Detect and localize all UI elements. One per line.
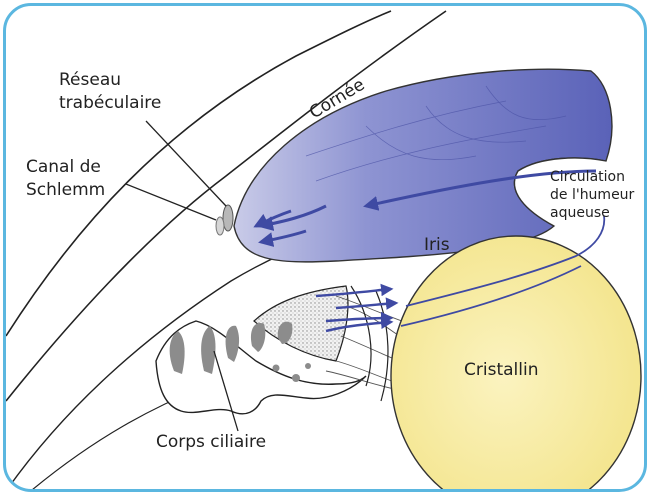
trabecular-meshwork (223, 205, 233, 231)
label-trabecular-line2: trabéculaire (59, 92, 161, 115)
label-iris: Iris (424, 234, 450, 257)
label-schlemm-line2: Schlemm (26, 179, 105, 202)
schlemm-canal (216, 217, 224, 235)
label-trabecular-line1: Réseau (59, 69, 121, 92)
diagram-frame: Réseau trabéculaire Cornée Canal de Schl… (3, 3, 647, 492)
label-circulation-line3: aqueuse (550, 205, 610, 222)
label-circulation-line1: Circulation (550, 169, 625, 186)
label-ciliary-body: Corps ciliaire (156, 431, 266, 454)
ciliary-curve (351, 286, 371, 386)
label-circulation-line2: de l'humeur (550, 187, 634, 204)
ciliary-process-region (254, 286, 348, 361)
label-lens: Cristallin (464, 359, 538, 382)
label-schlemm-line1: Canal de (26, 156, 101, 179)
